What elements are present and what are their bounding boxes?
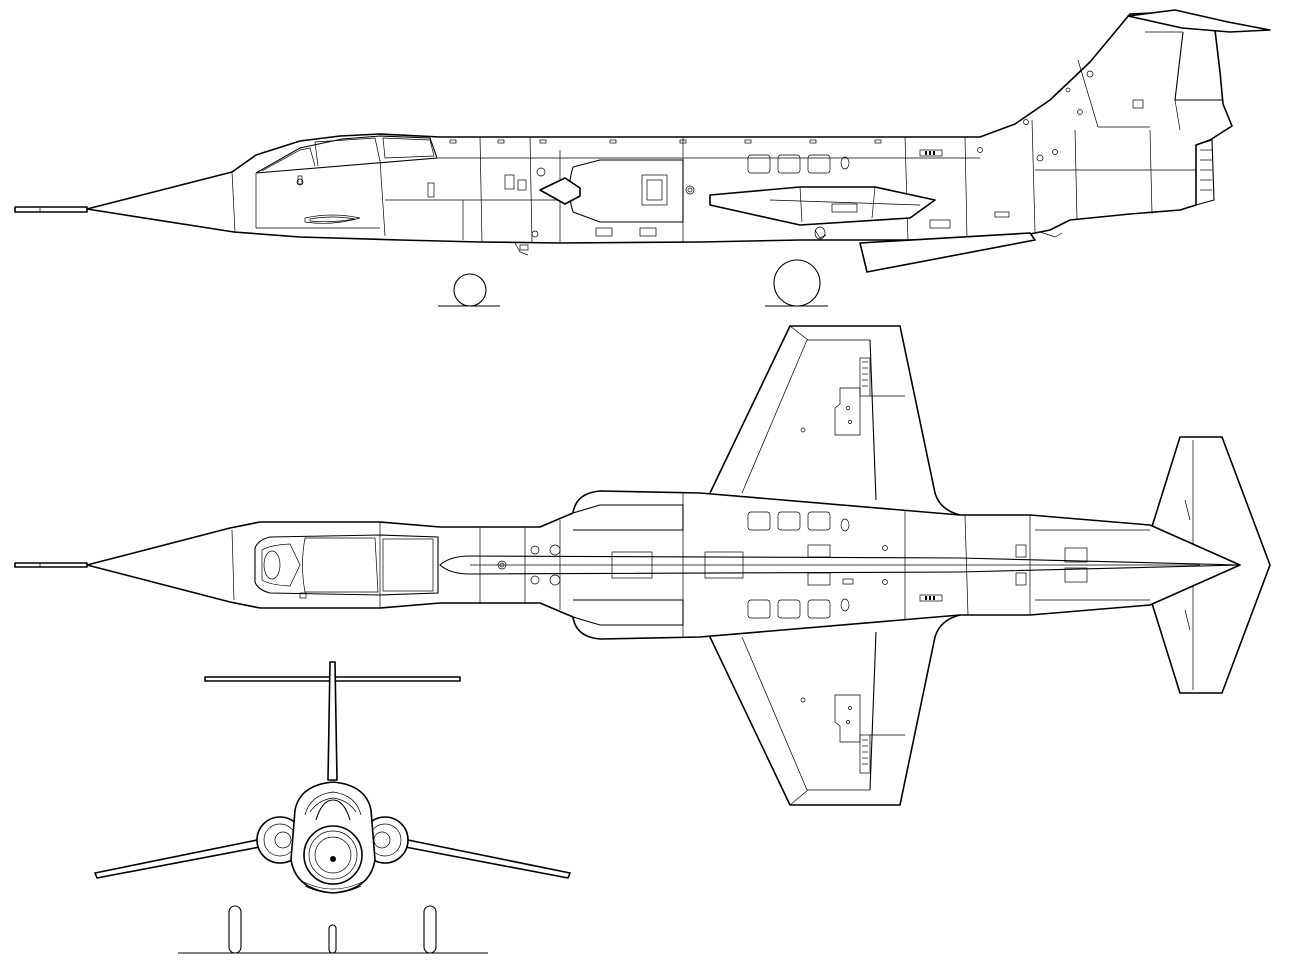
side-tail-fin	[1023, 9, 1271, 131]
front-landing-gear	[178, 905, 488, 954]
top-wing-upper-details	[741, 325, 905, 501]
top-canopy	[231, 522, 439, 608]
side-panel-lines	[231, 119, 1196, 243]
top-view	[14, 325, 1271, 806]
top-spine	[439, 555, 1241, 575]
side-exhaust-nozzle	[1195, 139, 1215, 206]
front-view	[94, 661, 571, 954]
side-canopy	[255, 135, 438, 174]
side-inspection-panels	[747, 149, 943, 174]
side-fuselage	[86, 11, 1233, 244]
side-wing	[709, 186, 936, 226]
side-pitot-probe	[14, 206, 88, 213]
side-spine-rivets	[449, 139, 882, 144]
front-vertical-fin	[327, 661, 338, 781]
top-wing-lower-details	[741, 631, 905, 806]
side-ventral-fin	[859, 232, 1036, 273]
side-air-intake	[539, 159, 695, 223]
front-wing-right	[399, 838, 571, 879]
top-engine-bays	[299, 493, 1150, 637]
side-wing-details	[769, 186, 921, 223]
side-landing-gear	[514, 226, 1063, 256]
front-fuselage	[290, 781, 376, 894]
side-view	[14, 9, 1271, 307]
side-wheel-references	[438, 259, 828, 307]
front-wing-left	[94, 838, 266, 879]
top-pitot-probe	[14, 562, 88, 568]
